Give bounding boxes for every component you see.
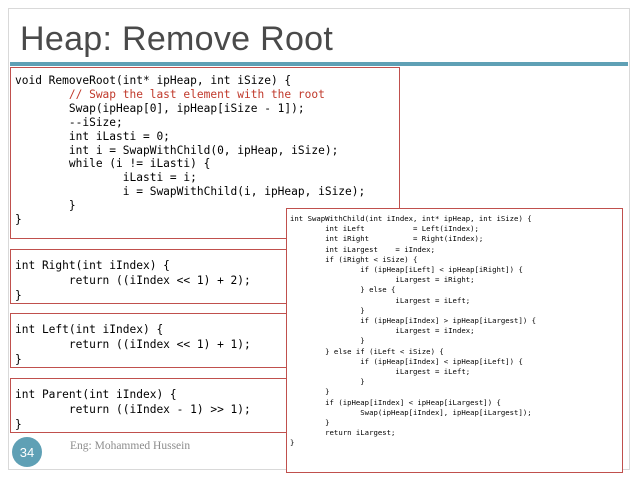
code-line: } — [290, 387, 330, 397]
code-line: return ((iIndex - 1) >> 1); — [15, 403, 251, 416]
code-line: iLargest = iIndex; — [290, 326, 475, 336]
code-line: } — [290, 336, 365, 346]
parent-code-block: int Parent(int iIndex) { return ((iIndex… — [10, 378, 300, 433]
code-line: --iSize; — [15, 115, 123, 129]
code-line: if (iRight < iSize) { — [290, 254, 418, 264]
code-line: return iLargest; — [290, 428, 396, 438]
code-line: if (ipHeap[iIndex] < ipHeap[iLeft]) { — [290, 356, 523, 366]
code-line: } — [15, 418, 22, 431]
code-line: iLargest = iLeft; — [290, 367, 471, 377]
slide-frame-right — [629, 8, 630, 470]
code-line: } else if (iLeft < iSize) { — [290, 346, 444, 356]
code-line: } — [290, 418, 330, 428]
code-line: } — [15, 289, 22, 302]
code-line: return ((iIndex << 1) + 2); — [15, 274, 251, 287]
code-line: iLargest = iRight; — [290, 275, 475, 285]
code-line: // Swap the last element with the root — [15, 87, 325, 101]
code-line: } — [290, 305, 365, 315]
code-line: } — [15, 213, 22, 227]
code-line: i = SwapWithChild(i, ipHeap, iSize); — [15, 185, 366, 199]
slide-frame-top — [8, 8, 630, 9]
code-line: void RemoveRoot(int* ipHeap, int iSize) … — [15, 74, 292, 87]
right-code-block: int Right(int iIndex) { return ((iIndex … — [10, 249, 300, 304]
code-line: int SwapWithChild(int iIndex, int* ipHea… — [290, 214, 532, 223]
code-line: int iRight = Right(iIndex); — [290, 234, 484, 244]
page-number: 34 — [19, 444, 35, 460]
code-line: } else { — [290, 285, 396, 295]
code-line: while (i != iLasti) { — [15, 157, 211, 171]
code-line: int iLeft = Left(iIndex); — [290, 224, 479, 234]
code-line: Swap(ipHeap[iIndex], ipHeap[iLargest]); — [290, 407, 532, 417]
code-line: Swap(ipHeap[0], ipHeap[iSize - 1]); — [15, 101, 305, 115]
code-line: int iLasti = 0; — [15, 129, 170, 143]
code-line: iLasti = i; — [15, 171, 197, 185]
code-line: if (ipHeap[iIndex] < ipHeap[iLargest]) { — [290, 397, 501, 407]
code-line: } — [290, 377, 365, 387]
code-line: int i = SwapWithChild(0, ipHeap, iSize); — [15, 143, 339, 157]
code-line: int Parent(int iIndex) { — [15, 388, 177, 401]
code-line: iLargest = iLeft; — [290, 295, 471, 305]
page-number-badge: 34 — [12, 437, 42, 467]
code-line: } — [15, 353, 22, 366]
title-underline-bar — [10, 62, 628, 66]
code-line: } — [15, 199, 76, 213]
left-code-block: int Left(int iIndex) { return ((iIndex <… — [10, 313, 300, 368]
code-line: int iLargest = iIndex; — [290, 244, 435, 254]
code-line: return ((iIndex << 1) + 1); — [15, 338, 251, 351]
code-line: if (ipHeap[iLeft] < ipHeap[iRight]) { — [290, 265, 523, 275]
code-line: int Left(int iIndex) { — [15, 323, 164, 336]
slide-frame-left — [8, 8, 9, 470]
footer-author: Eng: Mohammed Hussein — [70, 440, 191, 452]
slide-title: Heap: Remove Root — [20, 20, 334, 58]
code-line: } — [290, 438, 295, 448]
swap-with-child-code-block: int SwapWithChild(int iIndex, int* ipHea… — [286, 208, 623, 473]
code-line: if (ipHeap[iIndex] > ipHeap[iLargest]) { — [290, 316, 537, 326]
code-line: int Right(int iIndex) { — [15, 259, 170, 272]
